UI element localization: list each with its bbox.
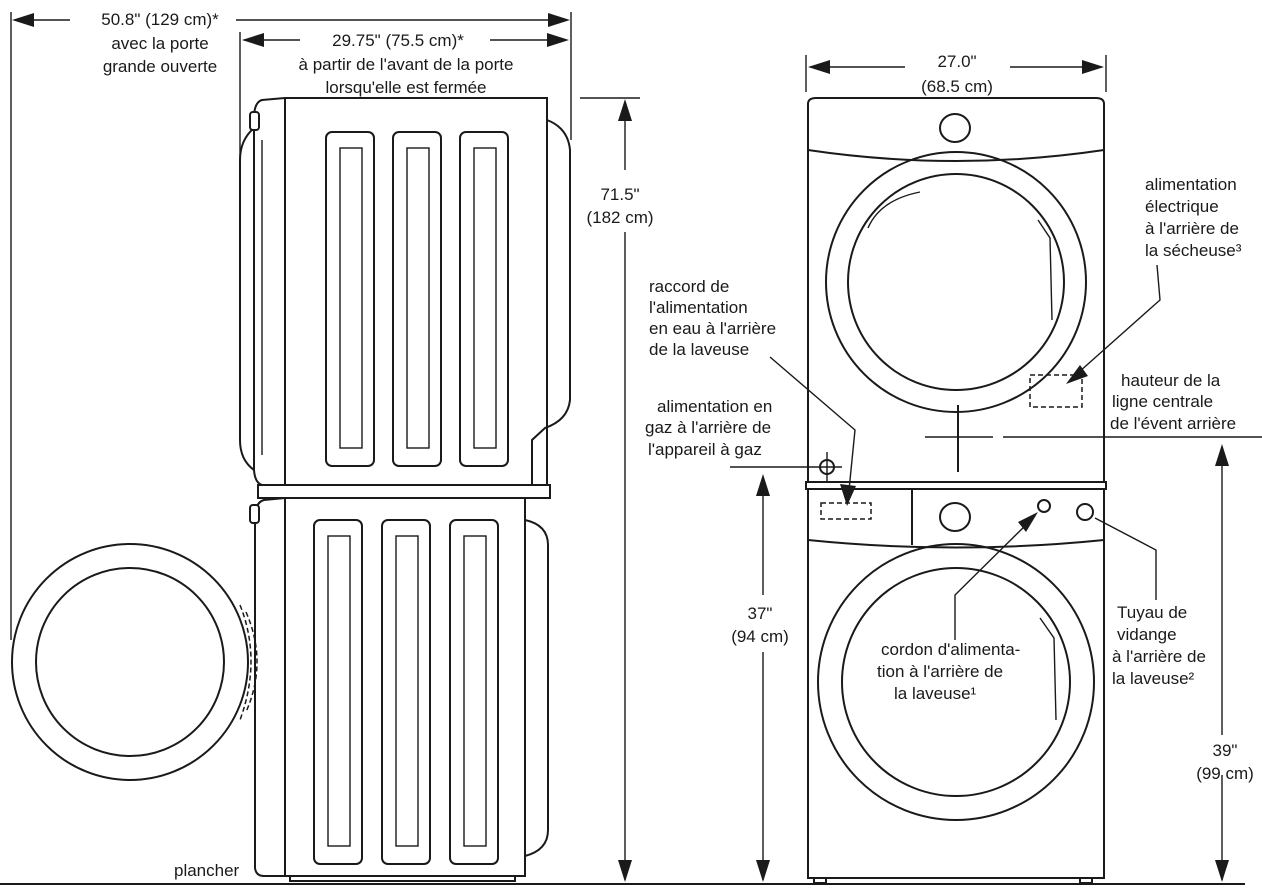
dryer-door-glass — [867, 191, 921, 229]
total-height-label-2: (182 cm) — [586, 208, 653, 227]
washer-top-knob — [939, 502, 971, 532]
washer-door-handle — [1039, 617, 1057, 721]
svg-text:de l'évent arrière: de l'évent arrière — [1110, 414, 1236, 433]
floor-label: plancher — [174, 861, 240, 880]
vent-height-label: 39" — [1213, 741, 1238, 760]
svg-text:l'alimentation: l'alimentation — [649, 298, 748, 317]
dryer-door-ring — [825, 151, 1087, 413]
dryer-door-side — [239, 127, 255, 471]
depth-label: 29.75" (75.5 cm)* — [332, 31, 464, 50]
gas-annotation: alimentation en gaz à l'arrière de l'app… — [645, 397, 772, 459]
svg-text:alimentation: alimentation — [1145, 175, 1237, 194]
electrical-annotation: alimentation électrique à l'arrière de l… — [1145, 175, 1242, 260]
svg-text:gaz à l'arrière de: gaz à l'arrière de — [645, 418, 771, 437]
power-cord-annotation: cordon d'alimenta- tion à l'arrière de l… — [877, 640, 1020, 703]
washer-knob — [249, 504, 260, 524]
washer-feet — [289, 875, 516, 882]
side-view: 50.8" (129 cm)* avec la porte grande ouv… — [10, 10, 654, 882]
washer-door-open — [11, 543, 258, 781]
dryer-door-inner — [847, 173, 1065, 391]
dryer-side-panels — [325, 131, 509, 467]
width-label: 27.0" — [937, 52, 976, 71]
dryer-top-knob — [939, 113, 971, 143]
washer-feet-2 — [1079, 877, 1093, 884]
total-height-arrow — [580, 97, 640, 882]
dryer-front-panel — [253, 97, 286, 486]
open-width-label-2: avec la porte — [111, 34, 208, 53]
depth-arrow — [242, 33, 569, 47]
open-door-width-arrow — [12, 13, 570, 27]
svg-text:cordon d'alimenta-: cordon d'alimenta- — [881, 640, 1020, 659]
svg-text:alimentation en: alimentation en — [657, 397, 772, 416]
svg-text:raccord de: raccord de — [649, 277, 729, 296]
svg-text:hauteur de la: hauteur de la — [1121, 371, 1221, 390]
vent-centerline — [925, 405, 1262, 472]
depth-label-3: lorsqu'elle est fermée — [325, 78, 486, 97]
washer-front-body — [807, 488, 1105, 879]
gas-height-label-2: (94 cm) — [731, 627, 789, 646]
svg-text:électrique: électrique — [1145, 197, 1219, 216]
svg-text:la laveuse¹: la laveuse¹ — [894, 684, 977, 703]
open-width-label: 50.8" (129 cm)* — [101, 10, 219, 29]
dryer-top-curve — [807, 149, 1105, 162]
washer-rear — [524, 519, 549, 857]
dryer-rear-vent — [531, 119, 571, 485]
vent-height-arrow — [1215, 444, 1229, 882]
washer-side-panels — [313, 519, 499, 865]
svg-text:ligne centrale: ligne centrale — [1112, 392, 1213, 411]
width-arrow — [805, 55, 1107, 92]
washer-drain-marker — [1076, 503, 1094, 521]
washer-control-panel — [807, 539, 1105, 549]
washer-feet — [813, 877, 827, 884]
water-annotation: raccord de l'alimentation en eau à l'arr… — [649, 277, 776, 359]
washer-side-body — [284, 497, 526, 877]
dryer-side-body — [284, 97, 548, 486]
dryer-knob — [249, 111, 260, 131]
dryer-door-handle — [1037, 219, 1053, 321]
vent-annotation: hauteur de la ligne centrale de l'évent … — [1110, 371, 1236, 433]
width-label-2: (68.5 cm) — [921, 77, 993, 96]
total-height-label: 71.5" — [600, 185, 639, 204]
washer-door-inner — [841, 567, 1071, 797]
gas-height-label: 37" — [748, 604, 773, 623]
svg-text:à l'arrière de: à l'arrière de — [1112, 647, 1206, 666]
svg-text:la sécheuse³: la sécheuse³ — [1145, 241, 1242, 260]
leader-lines — [769, 264, 1161, 640]
svg-text:la laveuse²: la laveuse² — [1112, 669, 1195, 688]
washer-power-cord-marker — [1037, 499, 1051, 513]
washer-water-inlet-marker — [820, 502, 872, 520]
dryer-electrical-marker — [1029, 374, 1083, 408]
drain-annotation: Tuyau de vidange à l'arrière de la laveu… — [1112, 603, 1206, 688]
depth-label-2: à partir de l'avant de la porte — [299, 55, 514, 74]
open-width-label-3: grande ouverte — [103, 57, 217, 76]
stacking-kit-shelf — [257, 484, 551, 499]
washer-door-ring — [817, 543, 1095, 821]
svg-text:vidange: vidange — [1117, 625, 1177, 644]
svg-text:Tuyau de: Tuyau de — [1117, 603, 1187, 622]
gas-inlet-marker — [730, 452, 842, 482]
gas-height-arrow — [756, 474, 770, 882]
svg-text:tion à l'arrière de: tion à l'arrière de — [877, 662, 1003, 681]
vent-height-label-2: (99 cm) — [1196, 764, 1254, 783]
svg-text:à l'arrière de: à l'arrière de — [1145, 219, 1239, 238]
front-view: 27.0" (68.5 cm) 37" (94 cm) 39" (99 cm) — [645, 52, 1262, 884]
washer-front-panel — [254, 497, 286, 877]
svg-text:de la laveuse: de la laveuse — [649, 340, 749, 359]
svg-text:en eau à l'arrière: en eau à l'arrière — [649, 319, 776, 338]
svg-text:l'appareil à gaz: l'appareil à gaz — [648, 440, 762, 459]
